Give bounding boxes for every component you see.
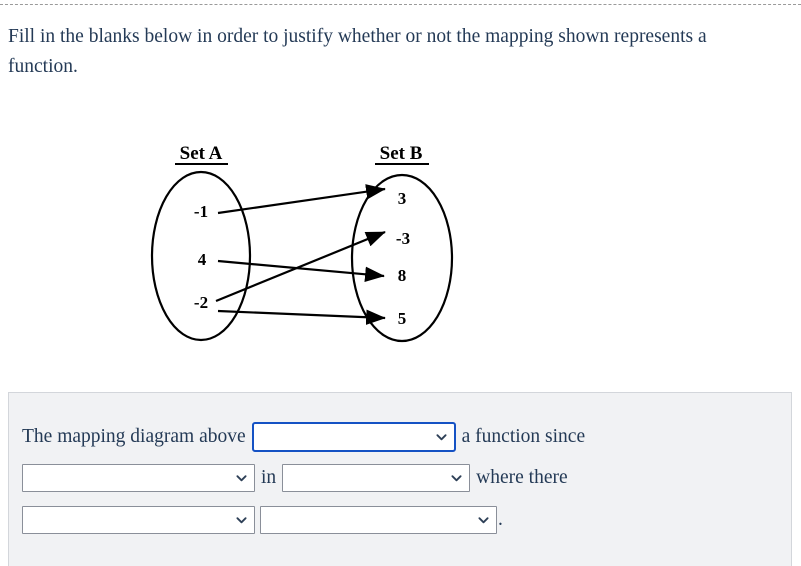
dropdown-set-choice[interactable] <box>282 464 471 492</box>
chevron-down-icon <box>236 473 247 484</box>
row2-trail-text: where there <box>476 467 568 488</box>
set-a-element-2: -2 <box>194 293 208 312</box>
set-b-element-1: -3 <box>396 229 410 248</box>
chevron-down-icon <box>436 432 447 443</box>
dropdown-target[interactable] <box>260 506 497 534</box>
arrow-4-to-8 <box>217 259 385 282</box>
answer-row-2: in where there <box>22 464 568 492</box>
set-b-label: Set B <box>380 143 423 164</box>
answer-row-1: The mapping diagram above a function sin… <box>22 422 585 452</box>
row1-trail-text: a function since <box>461 426 586 447</box>
page-prompt: Fill in the blanks below in order to jus… <box>8 26 707 77</box>
chevron-down-icon <box>478 515 489 526</box>
mapping-diagram: Set A Set B -1 4 -2 3 -3 8 5 <box>0 128 801 368</box>
row2-mid-text: in <box>261 467 277 488</box>
top-divider <box>0 4 801 5</box>
dropdown-quantifier[interactable] <box>22 464 255 492</box>
set-a-ellipse <box>150 170 252 342</box>
answer-row-3: . <box>22 506 503 534</box>
arrow-neg2-to-neg3 <box>215 230 386 303</box>
dropdown-count[interactable] <box>22 506 255 534</box>
arrow-neg1-to-3 <box>217 184 386 215</box>
set-a-element-1: 4 <box>198 250 207 269</box>
chevron-down-icon <box>451 473 462 484</box>
row3-period: . <box>498 509 503 530</box>
set-a-label: Set A <box>180 143 223 164</box>
set-b-element-2: 8 <box>398 266 407 285</box>
set-b-ellipse <box>350 173 454 343</box>
set-b-element-0: 3 <box>398 189 407 208</box>
dropdown-is-or-is-not[interactable] <box>251 422 456 452</box>
row1-lead-text: The mapping diagram above <box>22 426 246 447</box>
arrow-neg2-to-5 <box>217 309 386 325</box>
answer-panel: The mapping diagram above a function sin… <box>8 392 792 566</box>
chevron-down-icon <box>236 515 247 526</box>
set-a-element-0: -1 <box>194 202 208 221</box>
set-b-element-3: 5 <box>398 309 407 328</box>
